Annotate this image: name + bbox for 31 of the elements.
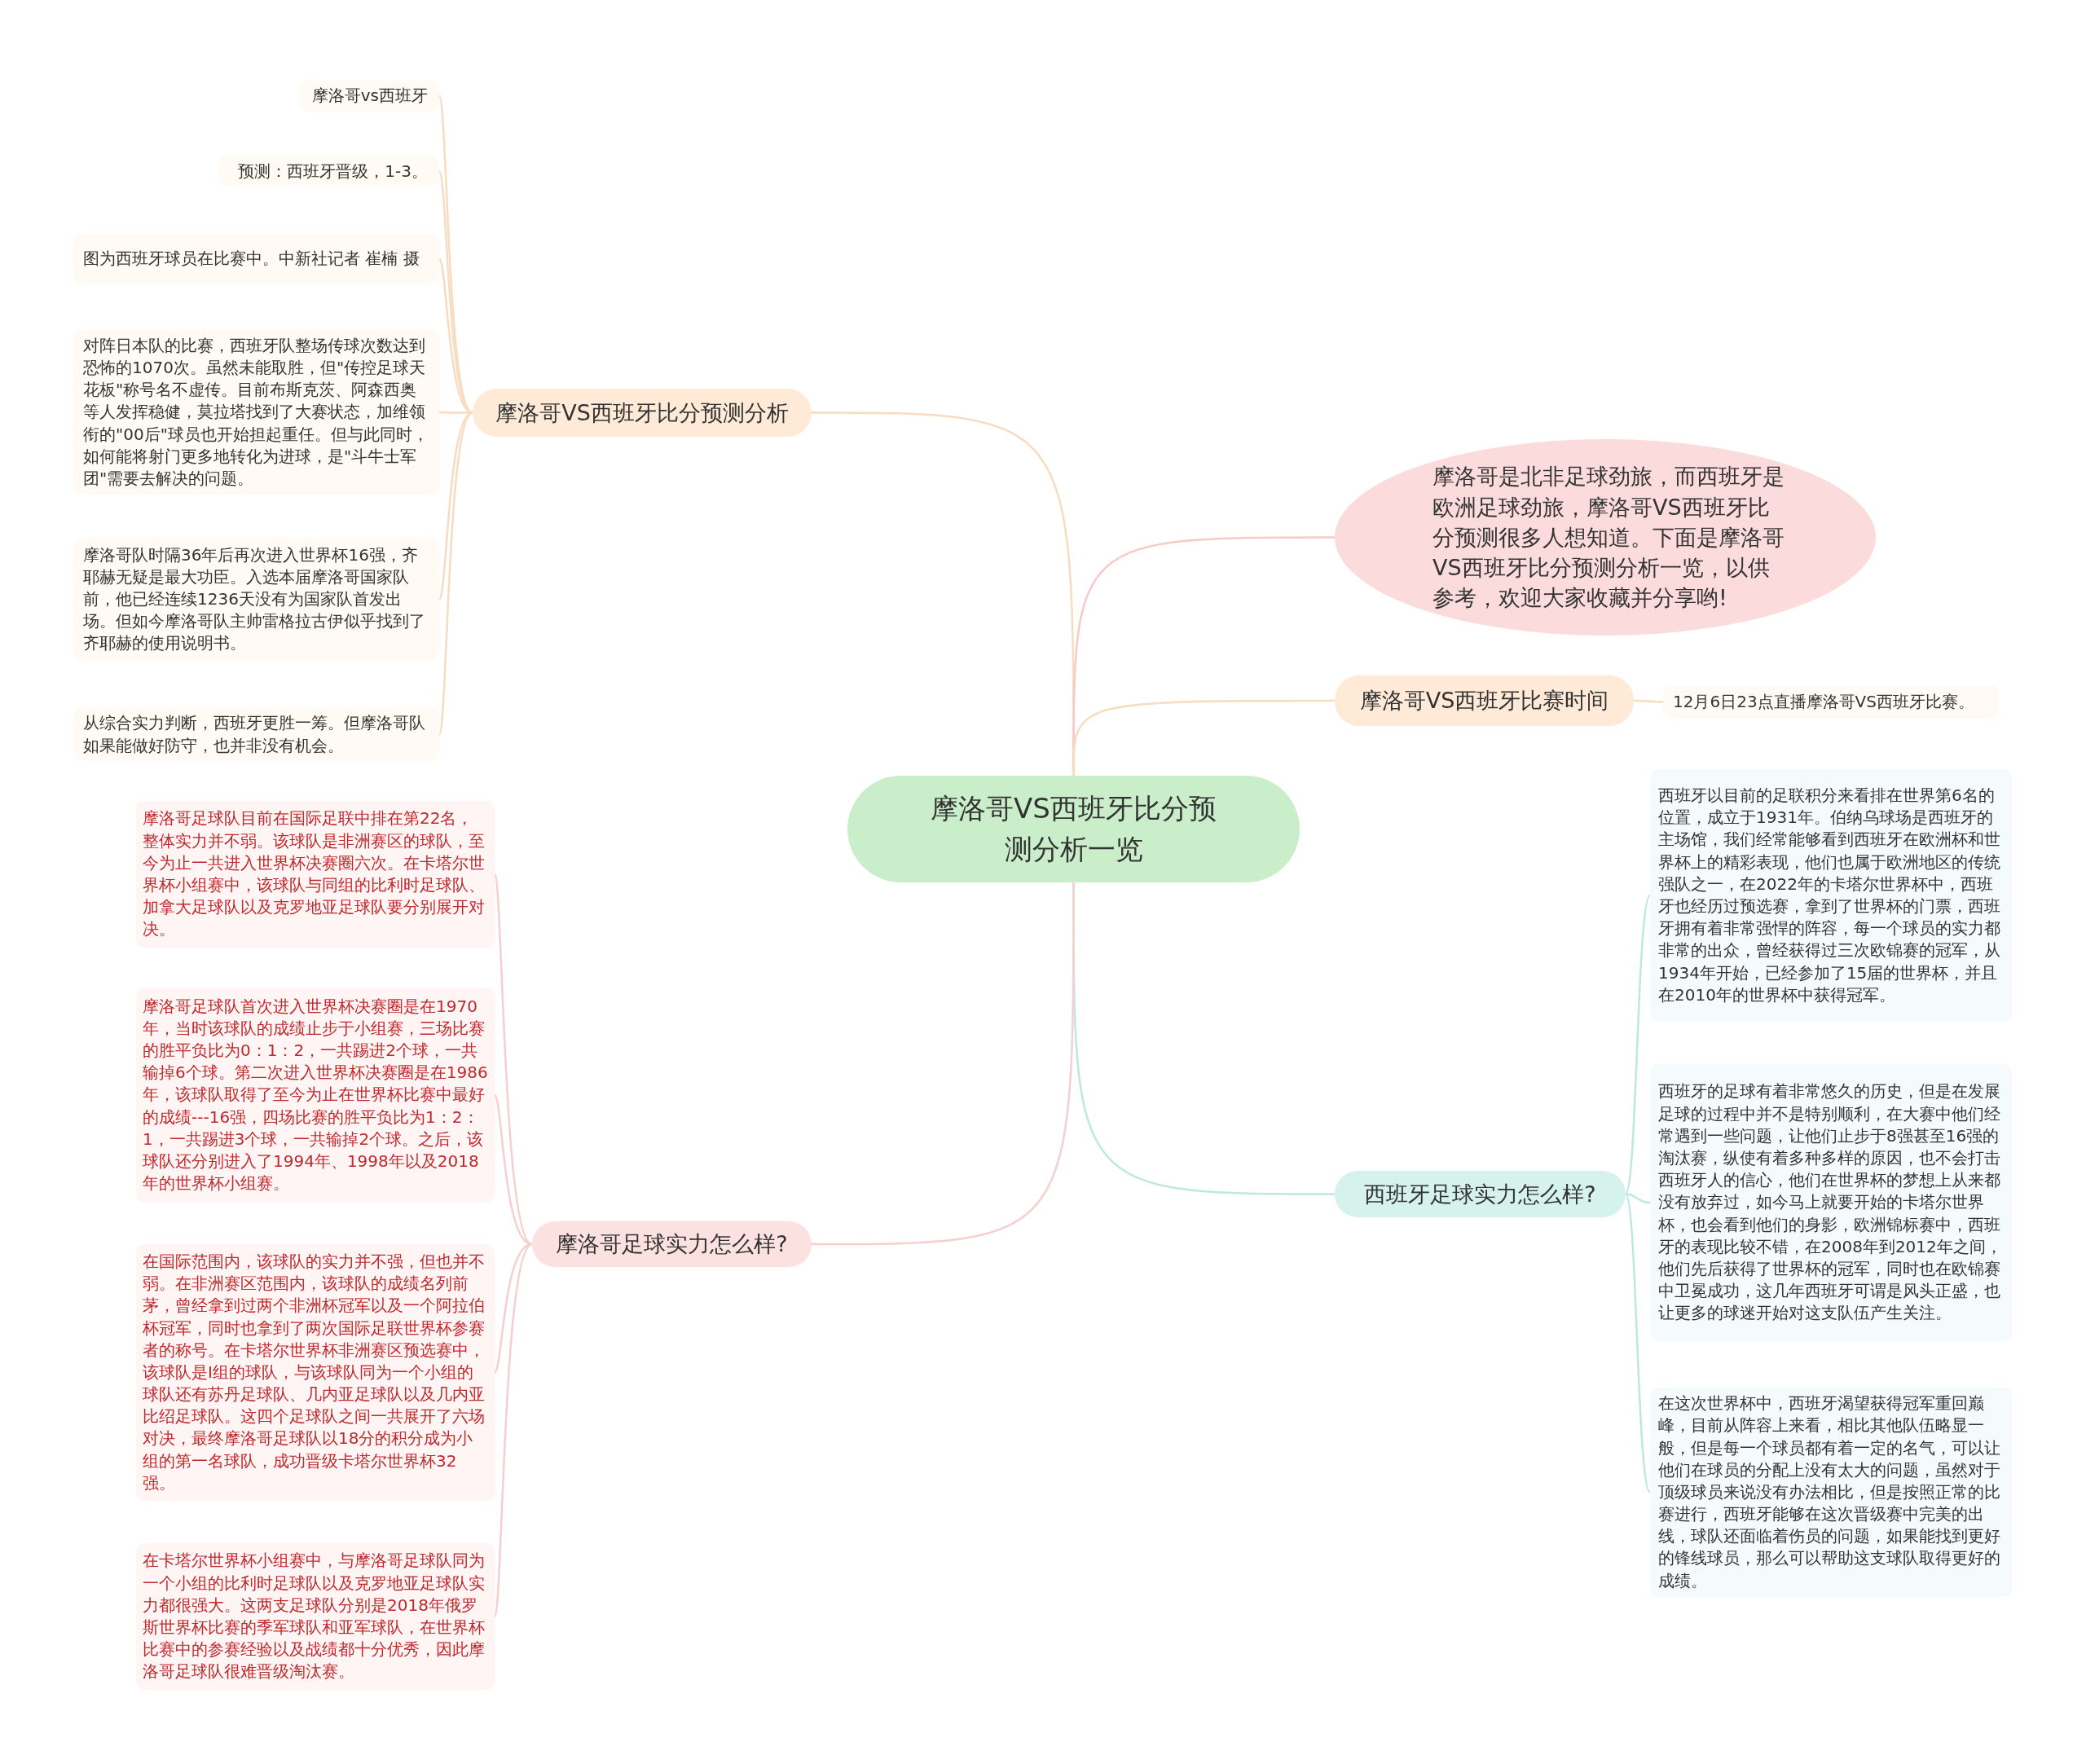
branch-box: 西班牙足球实力怎么样? <box>1335 1171 1626 1217</box>
note-card: 在国际范围内，该球队的实力并不强，但也并不弱。在非洲赛区范围内，该球队的成绩名列前茅，曾经拿到过两个非洲杯冠军以及一个阿拉伯杯冠军，同时也拿到了两次国际足联世界杯参赛者的称号。在卡塔尔世界杯非洲赛区预选赛中，该球队是I组的球队，与该球队同为一个小组的球队还有苏丹足球队、几内亚足球队以及几内亚比绍足球队。这四个足球队之间一共展开了六场对决，最终摩洛哥足球队以18分的积分成为小组的第一名球队，成功晋级卡塔尔世界杯32强。 <box>136 1244 495 1501</box>
topic-box: 摩洛哥VS西班牙比分预测分析一览 <box>847 776 1300 882</box>
note-card: 摩洛哥vs西班牙 <box>299 80 439 112</box>
note-card: 摩洛哥队时隔36年后再次进入世界杯16强，齐耶赫无疑是最大功臣。入选本届摩洛哥国家队前，他已经连续1236天没有为国家队首发出场。但如今摩洛哥队主帅雷格拉古伊似乎找到了齐耶赫的使用说明书。 <box>73 539 439 660</box>
note-card: 在卡塔尔世界杯小组赛中，与摩洛哥足球队同为一个小组的比利时足球队以及克罗地亚足球队实力都很强大。这两支足球队分别是2018年俄罗斯世界杯比赛的季军球队和亚军球队，在世界杯比赛中的参赛经验以及战绩都十分优秀，因此摩洛哥足球队很难晋级淘汰赛。 <box>136 1543 495 1690</box>
note-card: 图为西班牙球员在比赛中。中新社记者 崔楠 摄 <box>73 234 439 284</box>
note-card: 预测：西班牙晋级，1-3。 <box>219 156 439 187</box>
connector-line <box>493 1243 533 1617</box>
connector-line <box>1624 1194 1652 1493</box>
connector-line <box>1072 699 1335 776</box>
connector-line <box>1624 895 1652 1194</box>
branch-box: 摩洛哥VS西班牙比分预测分析 <box>473 389 812 437</box>
note-card: 对阵日本队的比赛，西班牙队整场传球次数达到恐怖的1070次。虽然未能取胜，但"传控足球天花板"称号名不虚传。目前布斯克茨、阿森西奥等人发挥稳健，莫拉塔找到了大赛状态，加维领衔的"00后"球员也开始担起重任。但与此同时，如何能将射门更多地转化为进球，是"斗牛士军团"需要去解决的问题。 <box>73 330 439 495</box>
note-card: 摩洛哥足球队目前在国际足联中排在第22名，整体实力并不弱。该球队是非洲赛区的球队，至今为止一共进入世界杯决赛圈六次。在卡塔尔世界杯小组赛中，该球队与同组的比利时足球队、加拿大足球队以及克罗地亚足球队要分别展开对决。 <box>136 801 495 948</box>
note-card: 在这次世界杯中，西班牙渴望获得冠军重回巅峰，目前从阵容上来看，相比其他队伍略显一般，但是每一个球员都有着一定的名气，可以让他们在球员的分配上没有太大的问题，虽然对于顶级球员来说没有办法相比，但是按照正常的比赛进行，西班牙能够在这次晋级赛中完美的出线，球队还面临着伤员的问题，如果能找到更好的锋线球员，那么可以帮助这支球队取得更好的成绩。 <box>1650 1388 2012 1597</box>
note-card: 摩洛哥足球队首次进入世界杯决赛圈是在1970年，当时该球队的成绩止步于小组赛，三场比赛的胜平负比为0：1：2，一共踢进2个球，一共输掉6个球。第二次进入世界杯决赛圈是在1986年，该球队取得了至今为止在世界杯比赛中最好的成绩---16强，四场比赛的胜平负比为1：2：1，一共踢进3个球，一共输掉2个球。之后，该球队还分别进入了1994年、1998年以及2018年的世界杯小组赛。 <box>136 988 495 1203</box>
note-card: 12月6日23点直播摩洛哥VS西班牙比赛。 <box>1663 685 1999 719</box>
note-card: 西班牙以目前的足联积分来看排在世界第6名的位置，成立于1931年。伯纳乌球场是西班牙的主场馆，我们经常能够看到西班牙在欧洲杯和世界杯上的精彩表现，他们也属于欧洲地区的传统强队之一，在2022年的卡塔尔世界杯中，西班牙也经历过预选赛，拿到了世界杯的门票，西班牙拥有着非常强悍的阵容，每一个球员的实力都非常的出众，曾经获得过三次欧锦赛的冠军，从1934年开始，已经参加了15届的世界杯，并且在2010年的世界杯中获得冠军。 <box>1650 769 2012 1022</box>
connector-line <box>812 882 1075 1246</box>
intro-bubble: 摩洛哥是北非足球劲旅，而西班牙是欧洲足球劲旅，摩洛哥VS西班牙比分预测很多人想知道。下面是摩洛哥VS西班牙比分预测分析一览，以供参考，欢迎大家收藏并分享哟! <box>1335 439 1876 636</box>
connector-line <box>1634 699 1663 703</box>
connector-line <box>493 1094 533 1246</box>
connector-line <box>494 1243 533 1374</box>
branch-box: 摩洛哥足球实力怎么样? <box>532 1221 812 1267</box>
connector-line <box>1625 1193 1651 1204</box>
connector-line <box>493 873 533 1245</box>
note-card: 西班牙的足球有着非常悠久的历史，但是在发展足球的过程中并不是特别顺利，在大赛中他们经常遇到一些问题，让他们止步于8强甚至16强的淘汰赛，纵使有着多种多样的原因，也不会打击西班牙人的信心，他们在世界杯的梦想上从来都没有放弃过，如今马上就要开始的卡塔尔世界杯，也会看到他们的身影，欧洲锦标赛中，西班牙的表现比较不错，在2008年到2012年之间，他们先后获得了世界杯的冠军，同时也在欧锦赛中卫冕成功，这几年西班牙可谓是风头正盛，也让更多的球迷开始对这支队伍产生关注。 <box>1650 1064 2012 1341</box>
note-card: 从综合实力判断，西班牙更胜一筹。但摩洛哥队如果能做好防守，也并非没有机会。 <box>73 708 439 761</box>
branch-box: 摩洛哥VS西班牙比赛时间 <box>1335 675 1634 726</box>
connector-line <box>438 411 473 735</box>
